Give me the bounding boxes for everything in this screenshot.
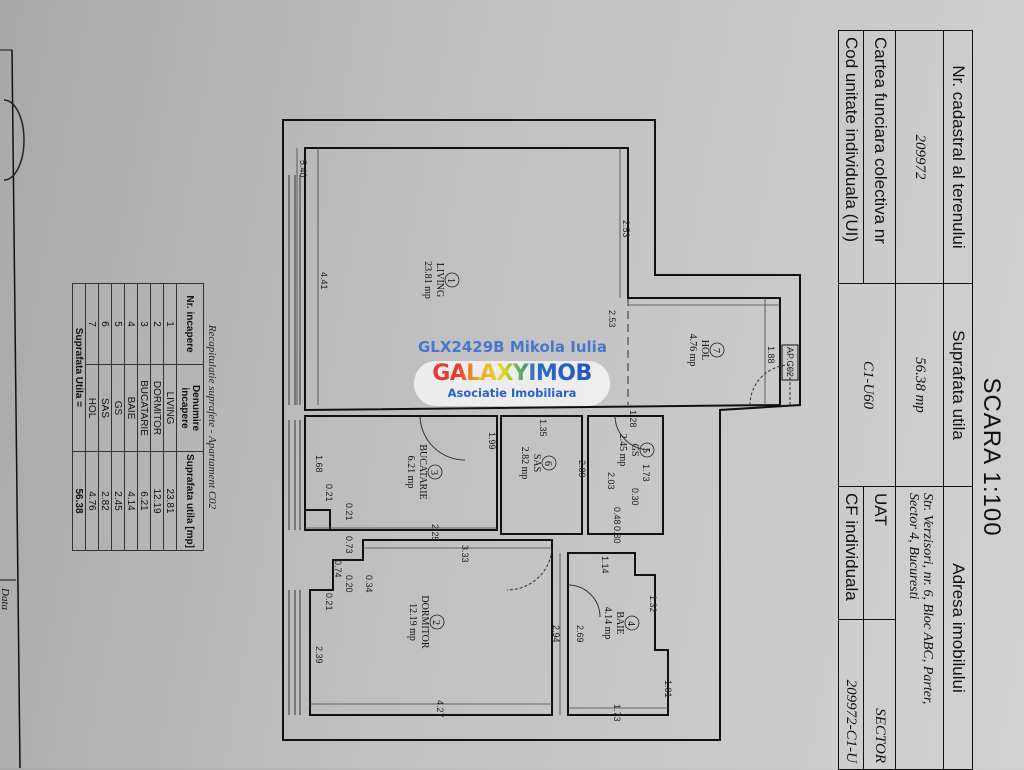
room-name: DORMITOR	[419, 595, 430, 648]
room-area: 4.76 mp	[687, 334, 698, 367]
dimension-label: 1.28	[628, 410, 638, 428]
dimension-label: 0.21	[344, 503, 354, 521]
room-area: 12.19 mp	[407, 603, 418, 641]
dimension-label: 1.01	[663, 680, 673, 698]
room-area: 2.82 mp	[519, 447, 530, 480]
windows	[288, 175, 301, 715]
room-name: BAIE	[614, 611, 625, 634]
dimension-label: 0.74	[333, 560, 343, 578]
dimension-label: 4.27	[435, 700, 445, 718]
room-number-circle	[429, 614, 445, 630]
dormitor-walls	[309, 539, 553, 716]
dimension-label: 1.32	[648, 595, 658, 613]
room-name: HOL	[699, 340, 710, 361]
room-number-circle	[444, 272, 460, 288]
dimension-label: 1.73	[641, 464, 651, 482]
living-hol-inner-wall	[304, 147, 781, 412]
room-area: 23.81 mp	[422, 261, 433, 299]
baie-walls	[567, 552, 669, 716]
dimension-label: 1.68	[314, 455, 324, 473]
room-nr: 6	[542, 461, 553, 466]
room-area: 4.14 mp	[602, 607, 613, 640]
dimension-label: 2.25	[430, 524, 440, 542]
kitchen-step	[305, 509, 331, 530]
dimension-label: 1.88	[766, 346, 776, 364]
apartment-tag: AP.C02	[781, 344, 799, 381]
room-name: SAS	[531, 454, 542, 472]
brand-logo: GALAXYIMOB	[414, 361, 610, 387]
kitchen-walls	[304, 415, 498, 531]
dimension-label: 2.94	[551, 625, 561, 643]
dimension-label: 0.80	[612, 526, 622, 544]
dimension-label: 0.73	[344, 536, 354, 554]
dimension-label: 0.48	[612, 507, 622, 525]
dimension-label: 0.21	[324, 484, 334, 502]
room-nr: 5	[640, 448, 651, 453]
room-number-circle	[709, 342, 725, 358]
dimension-label: 0.34	[364, 575, 374, 593]
room-name: LIVING	[434, 263, 445, 297]
room-area: 6.21 mp	[405, 456, 416, 489]
gs-walls	[587, 415, 664, 535]
watermark-logo: GALAXYIMOB Asociatie Imobiliara	[414, 361, 610, 406]
room-number-circle	[624, 615, 640, 631]
sas-walls	[500, 415, 583, 535]
dimension-label: 2.53	[621, 220, 631, 238]
room-nr: 2	[430, 620, 441, 625]
dimension-label: 0.20	[344, 575, 354, 593]
dimension-label: 3.33	[460, 545, 470, 563]
dimension-label: 2.53	[607, 310, 617, 328]
dimension-label: 4.41	[319, 272, 329, 290]
dimension-label: 0.21	[324, 593, 334, 611]
room-area: 2.45 mp	[617, 434, 628, 467]
room-nr: 4	[625, 621, 636, 626]
dimension-label: 2.09	[577, 460, 587, 478]
room-name: BUCATARIE	[417, 444, 428, 499]
left-sheet-edge: Data	[0, 49, 25, 768]
dimension-label: 1.73	[612, 704, 622, 722]
date-label: Data	[0, 587, 11, 611]
room-nr: 3	[428, 470, 439, 475]
room-number-circle	[427, 464, 443, 480]
doors	[419, 298, 791, 618]
room-nr: 1	[445, 278, 456, 283]
room-number-circle	[541, 455, 557, 471]
brand-tagline: Asociatie Imobiliara	[447, 386, 577, 400]
dimension-label: 2.69	[575, 625, 585, 643]
dimension-label: 1.14	[600, 556, 610, 574]
dimension-label: 0.30	[630, 488, 640, 506]
room-name: GS	[629, 444, 640, 457]
room-nr: 7	[710, 348, 721, 353]
dimension-label: 1.35	[538, 419, 548, 437]
dimension-label: 5.40	[298, 160, 308, 178]
dimension-label: 2.03	[606, 472, 616, 490]
dimension-lines	[296, 148, 780, 715]
room-number-circle	[639, 442, 655, 458]
dimension-label: 2.39	[314, 646, 324, 664]
apartment-tag-label: AP.C02	[785, 347, 795, 377]
agent-watermark: GLX2429B Mikola Iulia	[418, 338, 607, 356]
dimension-label: 1.99	[487, 432, 497, 450]
outer-wall	[282, 119, 801, 741]
